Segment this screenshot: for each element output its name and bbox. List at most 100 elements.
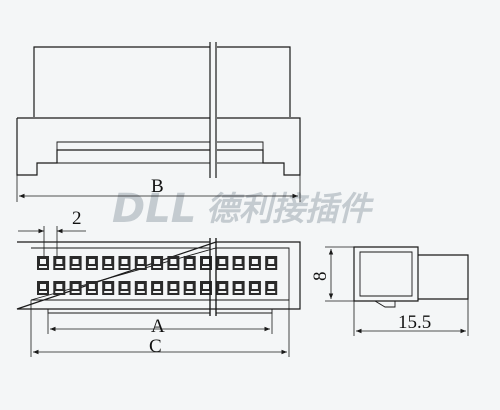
pin-cavity-opening [40, 259, 46, 264]
pin-cavity-opening [170, 284, 177, 289]
pin-cavity-opening [154, 259, 161, 264]
pin-cavity-slot [169, 266, 178, 268]
dim-c-label: C [149, 336, 162, 357]
front-view-housing [16, 241, 301, 310]
pin-cavity-slot [104, 266, 113, 268]
pin-cavity-slot [267, 291, 276, 293]
pin-cavity-slot [104, 291, 113, 293]
top-view: B [16, 42, 301, 202]
side-view-cable-end [418, 254, 469, 300]
pin-cavity-slot [87, 266, 96, 268]
pin-cavity-slot [185, 291, 194, 293]
pin-cavity-opening [251, 284, 258, 289]
pin-cavity-opening [268, 259, 275, 264]
pin-cavity-slot [153, 266, 162, 268]
side-view: 8 15.5 [310, 246, 469, 336]
pin-cavity-opening [105, 259, 112, 264]
pin-cavity-slot [218, 266, 227, 268]
pin-cavity-opening [219, 259, 226, 264]
pin-cavity-slot [153, 291, 162, 293]
pin-cavity-slot [250, 266, 259, 268]
pin-cavity [118, 256, 131, 270]
pin-cavity-slot [250, 291, 259, 293]
top-view-upper-body [33, 46, 291, 117]
dim-c-extension [30, 300, 290, 357]
dim-height-extension [325, 246, 354, 302]
pin-cavity-slot [120, 291, 129, 293]
pin-cavity [102, 281, 115, 295]
pin-cavity-opening [137, 259, 144, 264]
top-view-flange-right [17, 117, 301, 176]
pin-cavity-opening [235, 259, 242, 264]
pin-cavity [151, 281, 164, 295]
dim-b-extension [16, 175, 301, 202]
pin-cavity-slot [169, 291, 178, 293]
pin-cavity [167, 281, 180, 295]
pin-cavity [167, 256, 180, 270]
pin-cavity [69, 281, 82, 295]
side-view-body [353, 246, 419, 302]
pin-cavity-opening [203, 284, 209, 289]
side-view-latch [374, 300, 396, 308]
pin-cavity-opening [219, 284, 226, 289]
pin-cavity-opening [235, 284, 242, 289]
dim-a-extension [47, 313, 273, 334]
pin-cavity [85, 281, 98, 295]
pin-cavity [216, 256, 229, 270]
pin-cavity-opening [88, 284, 95, 289]
pin-cavity-slot [234, 266, 243, 268]
pin-cavity [151, 256, 164, 270]
pin-cavity [232, 256, 245, 270]
pin-cavity-opening [170, 259, 177, 264]
pin-cavity-opening [56, 284, 63, 289]
pin-cavity-opening [56, 259, 63, 264]
dim-pitch-label: 2 [72, 208, 82, 229]
watermark-brand: DLL [112, 186, 196, 232]
pin-array [37, 256, 278, 295]
pin-cavity-opening [121, 259, 128, 264]
top-view-break-lines [209, 42, 217, 178]
pin-cavity-opening [72, 284, 79, 289]
dim-depth-label: 15.5 [398, 312, 431, 333]
pin-cavity [248, 256, 261, 270]
pin-cavity-slot [55, 266, 64, 268]
pin-cavity-opening [72, 259, 79, 264]
pin-cavity-slot [185, 266, 194, 268]
dim-height-label: 8 [310, 272, 331, 282]
pin-cavity [200, 281, 212, 295]
watermark-chinese: 德利接插件 [206, 189, 374, 228]
pin-cavity-opening [251, 259, 258, 264]
pin-cavity-opening [88, 259, 95, 264]
pin-cavity [69, 256, 82, 270]
pin-cavity-opening [186, 259, 193, 264]
pin-cavity [102, 256, 115, 270]
pin-cavity-opening [137, 284, 144, 289]
pin-cavity-slot [39, 266, 47, 268]
pin-cavity-slot [71, 266, 80, 268]
pin-cavity [183, 281, 196, 295]
pin-cavity [85, 256, 98, 270]
pin-cavity-slot [267, 266, 276, 268]
pin-cavity-slot [218, 291, 227, 293]
pin-cavity [53, 256, 66, 270]
pin-cavity-opening [154, 284, 161, 289]
front-view: 2 A C [16, 208, 301, 357]
pin-cavity [37, 281, 49, 295]
pin-cavity [53, 281, 66, 295]
dim-b-label: B [151, 176, 164, 197]
pin-cavity [216, 281, 229, 295]
pin-cavity-slot [136, 291, 145, 293]
pin-cavity-opening [186, 284, 193, 289]
pin-cavity-opening [268, 284, 275, 289]
pin-cavity-opening [203, 259, 209, 264]
top-view-flange-left [16, 118, 210, 176]
pin-cavity [248, 281, 261, 295]
pin-cavity-slot [71, 291, 80, 293]
pin-cavity-slot [87, 291, 96, 293]
pin-cavity-slot [202, 291, 210, 293]
pin-cavity-slot [136, 266, 145, 268]
front-view-break-lines [209, 238, 217, 316]
pin-cavity [200, 256, 212, 270]
